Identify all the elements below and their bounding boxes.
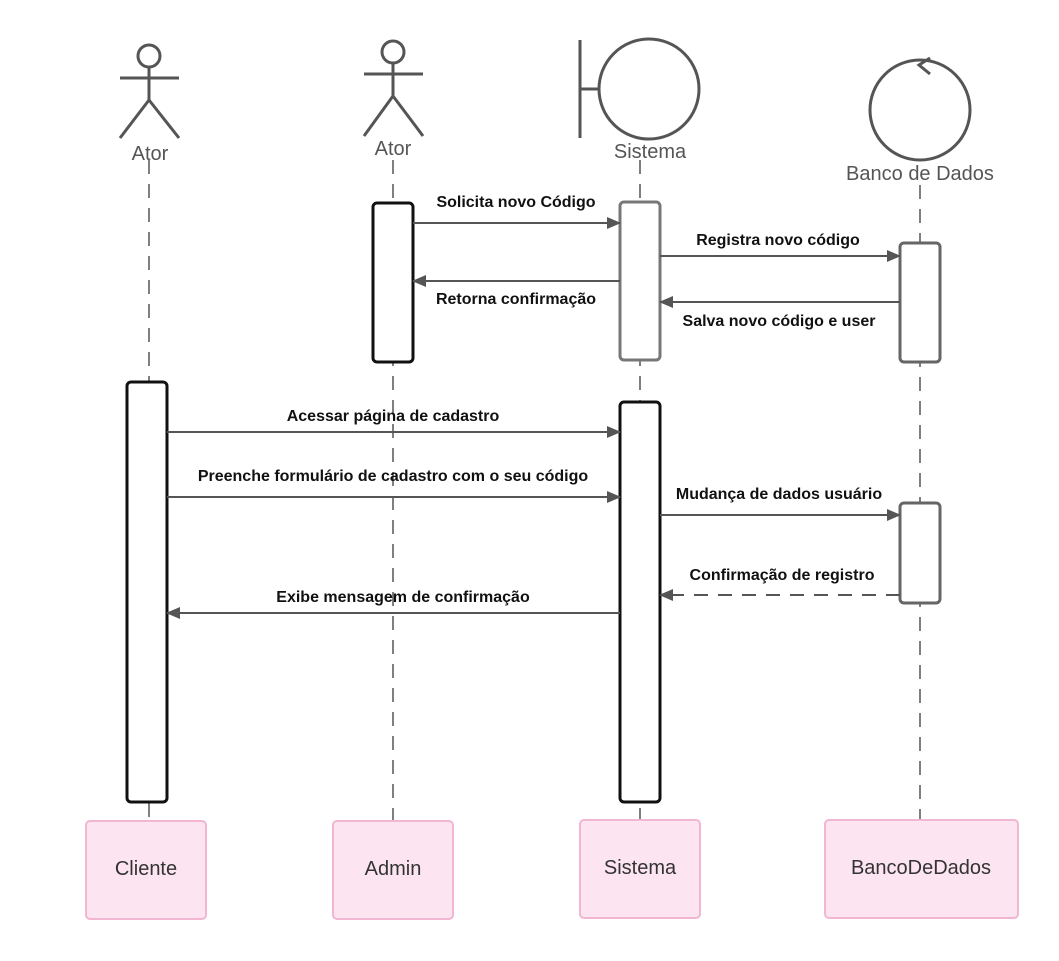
boundary-icon [578,37,701,141]
participant-box-sistema [579,819,701,919]
message-label-m4: Salva novo código e user [683,313,876,330]
actor-label-sistema: Sistema [614,141,687,163]
actor-label-banco: Banco de Dados [846,163,994,185]
activation-admin [371,201,415,364]
message-label-m1: Solicita novo Código [436,194,595,211]
message-label-m7: Mudança de dados usuário [676,486,882,503]
actor-icon [118,43,181,139]
actor-label-admin: Ator [375,138,412,160]
message-label-m2: Registra novo código [696,232,860,249]
message-label-m5: Acessar página de cadastro [287,408,500,425]
control-icon [868,56,972,162]
participant-box-label-cliente: Cliente [115,858,177,880]
participant-box-cliente [85,820,207,920]
message-label-m8: Confirmação de registro [690,567,875,584]
participant-box-label-sistema: Sistema [604,857,677,879]
message-label-m9: Exibe mensagem de confirmação [276,589,530,606]
message-label-m3: Retorna confirmação [436,291,596,308]
activation-sistema-2 [618,400,662,804]
participant-box-admin [332,820,454,920]
activation-sistema-1 [618,200,662,362]
activation-banco-2 [898,501,942,605]
activation-cliente [125,380,169,804]
actor-label-cliente: Ator [132,143,169,165]
actor-icon [362,39,425,137]
message-label-m6: Preenche formulário de cadastro com o se… [198,468,589,485]
participant-box-label-admin: Admin [365,858,422,880]
participant-box-label-banco: BancoDeDados [851,857,991,879]
activation-banco-1 [898,241,942,364]
participant-box-banco [824,819,1019,919]
